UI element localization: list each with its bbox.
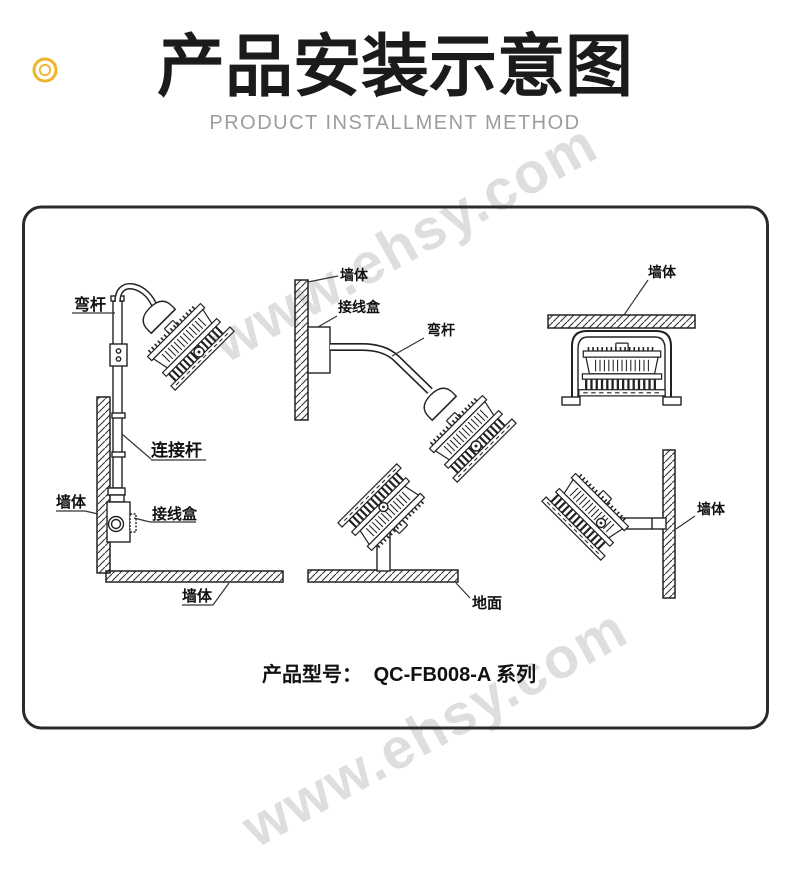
figure-border: [22, 205, 769, 730]
label-bent-rod: 弯杆: [427, 322, 455, 338]
installation-diagram: 弯杆 连接杆 墙体 接线盒 墙体 墙体 接线盒 弯杆: [22, 205, 769, 730]
label-junction-box: 接线盒: [338, 299, 381, 315]
logo-outer-ring: [32, 57, 58, 83]
junction-box: [106, 501, 137, 543]
label-wall: 墙体: [648, 264, 677, 280]
ground-strip: [307, 569, 459, 583]
diagram-wall-bracket-mount: 墙体: [542, 449, 726, 599]
wall-strip: [294, 279, 309, 421]
label-wall-left: 墙体: [56, 493, 87, 511]
bent-rod: [330, 343, 433, 394]
label-junction-box: 接线盒: [152, 505, 198, 523]
ceiling-strip: [547, 314, 696, 329]
logo-inner-ring: [38, 63, 52, 77]
label-wall: 墙体: [697, 501, 726, 517]
wall-strip: [96, 396, 111, 574]
label-wall: 墙体: [340, 267, 369, 283]
label-ground: 地面: [472, 594, 502, 612]
page-subtitle: PRODUCT INSTALLMENT METHOD: [209, 112, 581, 134]
label-wall-bottom: 墙体: [182, 587, 213, 605]
lamp-front: [579, 343, 665, 396]
diagram-ceiling-mount: 墙体: [547, 264, 696, 406]
bent-rod: [114, 283, 160, 311]
label-bent-rod: 弯杆: [74, 295, 106, 314]
product-model-label: 产品型号：: [262, 662, 362, 686]
mount-bracket: [561, 330, 682, 406]
lamp-tilted-down: [542, 465, 637, 560]
diagram-ground-mount: 地面: [307, 464, 502, 612]
label-connecting-rod: 连接杆: [151, 440, 202, 460]
junction-box: [307, 326, 331, 374]
product-model-line: 产品型号： QC-FB008-A 系列: [262, 662, 536, 686]
diagram-wall-pole-mount: 弯杆 连接杆 墙体 接线盒 墙体: [56, 283, 284, 606]
brand-logo-icon: [32, 57, 58, 83]
diagram-wall-arm-mount: 墙体 接线盒 弯杆: [294, 267, 516, 482]
wall-ledge-strip: [105, 570, 284, 583]
page-title: 产品安装示意图: [156, 29, 633, 105]
connecting-rod: [112, 299, 123, 489]
product-model-value: QC-FB008-A 系列: [374, 663, 537, 686]
